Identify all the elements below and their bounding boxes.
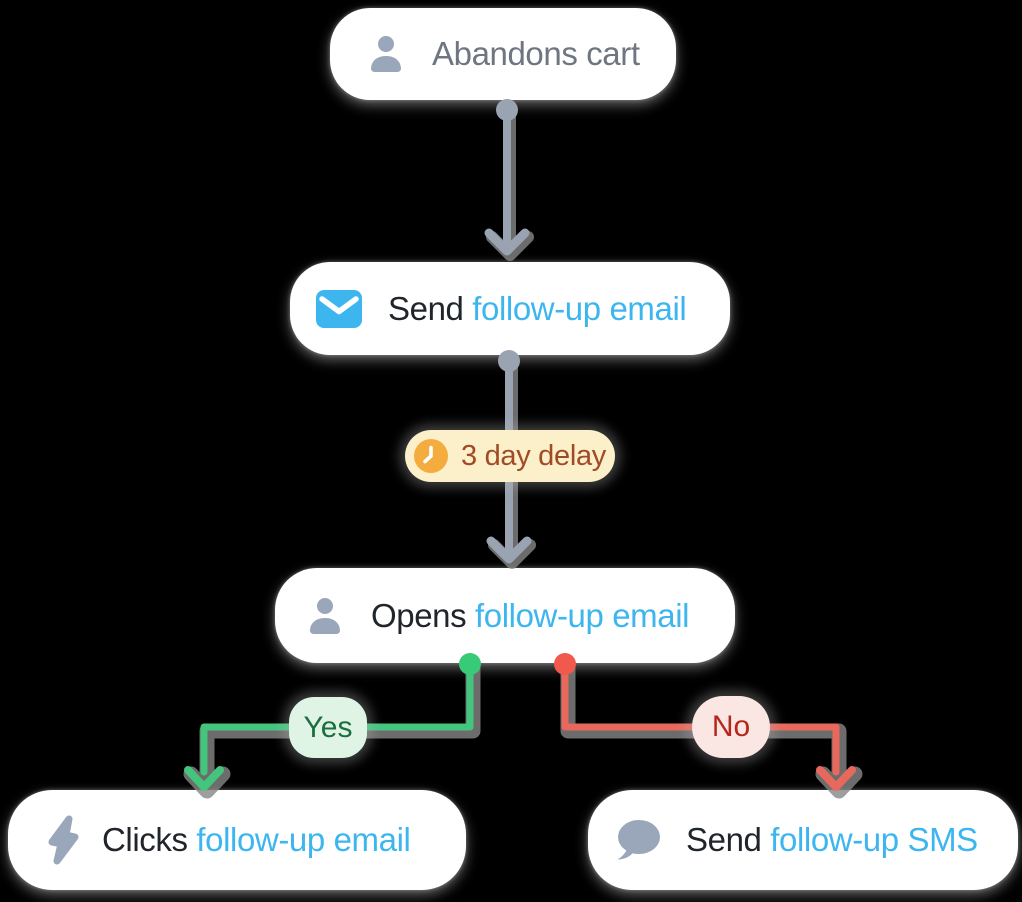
no-label-text: No [711, 710, 751, 743]
node-label: Send follow-up SMS [686, 821, 978, 859]
node-abandons-cart[interactable]: Abandons cart [330, 8, 676, 100]
node-label-text: Abandons cart [432, 35, 640, 72]
lightning-icon [42, 815, 86, 865]
email-icon [316, 289, 362, 328]
node-label-text: Send [686, 821, 771, 858]
edge-abandons-to-email [484, 99, 530, 256]
node-clicks-followup-email[interactable]: Clicks follow-up email [8, 790, 466, 890]
delay-badge[interactable]: 3 day delay [405, 430, 615, 482]
arrowhead-down-icon [816, 766, 856, 791]
node-send-followup-email[interactable]: Send follow-up email [290, 262, 730, 355]
arrowhead-down-icon [484, 228, 530, 256]
clock-icon [413, 439, 448, 473]
node-label: Opens follow-up email [371, 597, 689, 635]
node-label: Abandons cart [432, 35, 640, 73]
node-label-text: Send [388, 289, 473, 327]
yes-label-text: Yes [303, 710, 353, 744]
delay-label: 3 day delay [460, 439, 607, 472]
node-label-highlight: follow-up email [196, 821, 411, 858]
node-label-text: Opens [371, 596, 475, 634]
node-label-highlight: follow-up email [472, 289, 687, 327]
node-label-text: Clicks [102, 821, 197, 858]
node-send-followup-sms[interactable]: Send follow-up SMS [588, 790, 1018, 890]
node-label: Send follow-up email [388, 289, 687, 328]
arrowhead-down-icon [486, 536, 532, 564]
node-label: Clicks follow-up email [102, 821, 411, 859]
node-label-highlight: follow-up email [475, 596, 690, 634]
node-opens-followup-email[interactable]: Opens follow-up email [275, 568, 735, 663]
person-icon [305, 596, 345, 636]
connection-handle[interactable] [496, 99, 518, 121]
no-branch-label[interactable]: No [692, 696, 770, 758]
node-label-highlight: follow-up SMS [770, 821, 978, 858]
yes-branch-label[interactable]: Yes [289, 697, 367, 758]
arrowhead-down-icon [184, 766, 224, 791]
chat-bubble-icon [615, 819, 661, 861]
person-icon [366, 34, 406, 74]
